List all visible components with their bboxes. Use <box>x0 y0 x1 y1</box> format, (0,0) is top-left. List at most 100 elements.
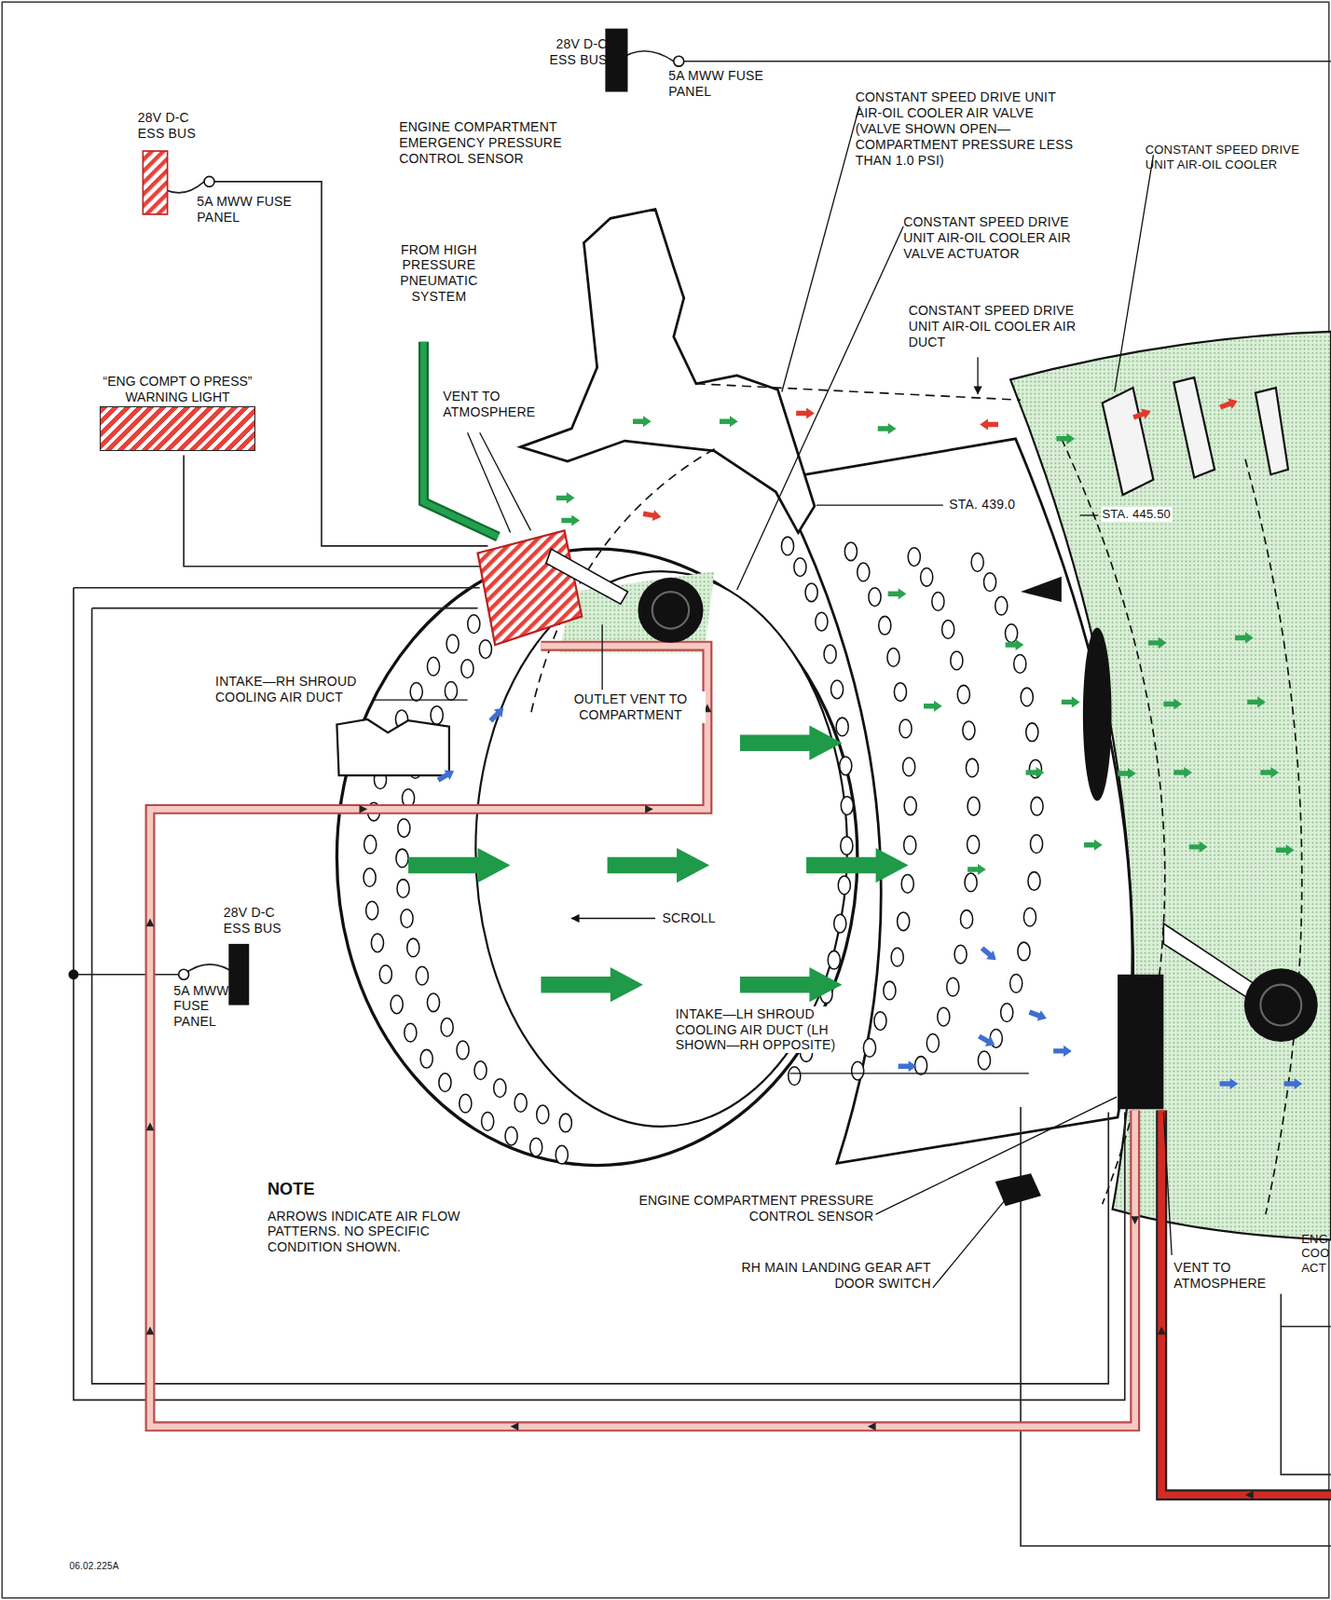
pressure-line <box>1161 1110 1331 1496</box>
perforation-hole <box>830 680 843 700</box>
perforation-hole <box>370 933 384 953</box>
perforation-hole <box>954 945 967 964</box>
perforation-hole <box>932 592 945 612</box>
perforation-hole <box>907 548 920 567</box>
perforation-hole <box>1010 974 1023 993</box>
perforation-hole <box>840 837 853 856</box>
perforation-hole <box>827 950 840 970</box>
cowling-edge <box>696 384 1021 401</box>
perforation-hole <box>965 758 978 778</box>
perforation-hole <box>878 616 892 635</box>
perforation-hole <box>851 1061 865 1081</box>
perforation-hole <box>942 620 955 640</box>
fuse-label: 5A MWW FUSE PANEL <box>668 68 766 100</box>
part-label: CONSTANT SPEED DRIVE UNIT AIR-OIL COOLER… <box>855 89 1079 168</box>
perforation-hole <box>1014 655 1027 674</box>
perforation-hole <box>962 721 975 741</box>
perforation-hole <box>977 1051 990 1071</box>
perforation-hole <box>781 536 794 556</box>
part-label: CONSTANT SPEED DRIVE UNIT AIR-OIL COOLER… <box>908 302 1105 350</box>
perforation-hole <box>397 879 410 899</box>
perforations <box>363 536 1043 1165</box>
perforation-hole <box>957 685 970 704</box>
sense-line <box>150 645 1136 1428</box>
emergency-sensor <box>478 530 583 645</box>
perforation-hole <box>788 1067 801 1086</box>
perforation-hole <box>897 912 910 932</box>
perforation-hole <box>904 836 917 855</box>
perforation-hole <box>891 947 904 967</box>
perforation-hole <box>893 683 906 702</box>
leader-lines <box>373 106 1172 1289</box>
perforation-hole <box>444 682 457 701</box>
perforation-hole <box>903 757 916 777</box>
light-label: “ENG COMPT O PRESS” WARNING LIGHT <box>99 373 255 406</box>
perforation-hole <box>379 965 392 985</box>
perforation-hole <box>555 1145 568 1165</box>
part-label: OUTLET VENT TO COMPARTMENT <box>555 691 707 724</box>
perforation-hole <box>439 1073 452 1093</box>
part-label: CONSTANT SPEED DRIVE UNIT AIR-OIL COOLER <box>1145 142 1326 172</box>
perforation-hole <box>857 562 870 582</box>
perforation-hole <box>1030 796 1043 816</box>
perforation-hole <box>1001 1003 1014 1023</box>
perforation-hole <box>364 835 377 854</box>
perforation-hole <box>467 615 481 634</box>
bus-label: 28V D-C ESS BUS <box>534 36 608 69</box>
perforation-hole <box>967 796 980 816</box>
actuator <box>637 577 703 644</box>
perforation-hole <box>984 573 997 592</box>
perforation-hole <box>415 966 428 986</box>
perforation-hole <box>426 657 440 676</box>
perforation-hole <box>363 868 376 888</box>
perforation-hole <box>834 914 847 934</box>
perforation-hole <box>1028 872 1041 892</box>
sense-line <box>150 645 1136 1428</box>
perforation-hole <box>390 995 403 1015</box>
perforation-hole <box>479 640 492 659</box>
perforation-hole <box>396 849 409 868</box>
perforation-hole <box>837 876 851 895</box>
perforation-hole <box>461 659 474 679</box>
warning-lamp <box>99 406 255 452</box>
inspection-slot <box>1083 627 1112 801</box>
perforation-hole <box>1026 723 1039 742</box>
flow-ticks <box>146 704 1254 1500</box>
perforation-hole <box>397 819 411 838</box>
perforation-hole <box>839 756 852 776</box>
perforation-hole <box>459 1094 472 1113</box>
perforation-hole <box>493 1079 507 1098</box>
perforation-hole <box>901 875 914 894</box>
drawing-number: 06.02.225A <box>68 1561 119 1573</box>
part-label: ENGINE COMPARTMENT PRESSURE CONTROL SENS… <box>608 1193 875 1225</box>
perforation-hole <box>874 1012 887 1031</box>
part-label: CONSTANT SPEED DRIVE UNIT AIR-OIL COOLER… <box>903 214 1098 261</box>
perforation-hole <box>950 651 963 671</box>
perforation-hole <box>404 1023 417 1043</box>
perforation-hole <box>400 909 413 929</box>
perforation-hole <box>915 1056 928 1076</box>
perforation-hole <box>1029 835 1043 854</box>
perforation-hole <box>946 977 960 997</box>
perforation-hole <box>514 1094 527 1113</box>
pressure-line <box>1161 1110 1331 1496</box>
perforation-hole <box>904 796 917 816</box>
door-switch <box>995 1173 1042 1207</box>
perforation-hole <box>474 1061 487 1081</box>
source-label: FROM HIGH PRESSURE PNEUMATIC SYSTEM <box>387 242 491 305</box>
perforation-hole <box>1020 687 1033 707</box>
perforation-hole <box>836 717 849 737</box>
flow-arrows <box>408 396 1303 1090</box>
perforation-hole <box>1017 942 1030 961</box>
bus-bar <box>604 28 628 93</box>
part-label: INTAKE—LH SHROUD COOLING AIR DUCT (LH SH… <box>673 1006 850 1054</box>
perforation-hole <box>505 1126 518 1146</box>
perforation-hole <box>967 835 980 854</box>
vent-label: VENT TO ATMOSPHERE <box>1173 1260 1280 1292</box>
perforation-hole <box>530 1138 543 1157</box>
perforation-hole <box>805 583 818 603</box>
perforation-hole <box>410 682 423 701</box>
rear-rim <box>1245 459 1303 1215</box>
cooler-fins <box>1102 377 1289 495</box>
